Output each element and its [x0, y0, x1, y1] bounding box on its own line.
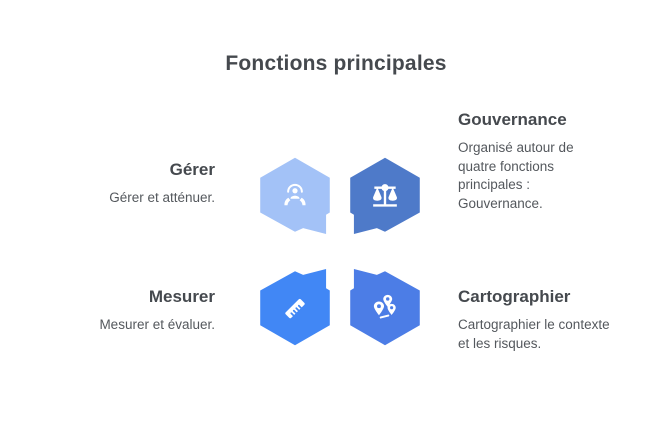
hexagon-mesurer [260, 269, 330, 346]
cartographier-heading: Cartographier [458, 287, 571, 306]
gerer-description: Gérer et atténuer. [109, 190, 215, 205]
map-pins-icon [373, 294, 396, 319]
page-title: Fonctions principales [225, 52, 447, 75]
gouvernance-heading: Gouvernance [458, 110, 567, 129]
gerer-heading: Gérer [169, 160, 215, 179]
hexagon-shape [350, 269, 420, 346]
gouvernance-description: Organisé autour de quatre fonctions prin… [458, 140, 574, 211]
ruler-icon [285, 298, 305, 319]
balance-scale-icon [373, 184, 397, 207]
care-hands-icon [284, 183, 306, 206]
section-gouvernance-text: Gouvernance Organisé autour de quatre fo… [458, 110, 618, 214]
section-gerer-text: Gérer Gérer et atténuer. [58, 160, 215, 208]
mesurer-heading: Mesurer [148, 287, 215, 306]
cartographier-description: Cartographier le contexte et les risques… [458, 317, 610, 351]
mesurer-description: Mesurer et évaluer. [99, 317, 215, 332]
hexagon-cartographier [350, 269, 420, 346]
hexagon-gerer [260, 157, 330, 234]
section-mesurer-text: Mesurer Mesurer et évaluer. [58, 287, 215, 335]
section-cartographier-text: Cartographier Cartographier le contexte … [458, 287, 628, 353]
hexagon-gouvernance [350, 157, 420, 234]
